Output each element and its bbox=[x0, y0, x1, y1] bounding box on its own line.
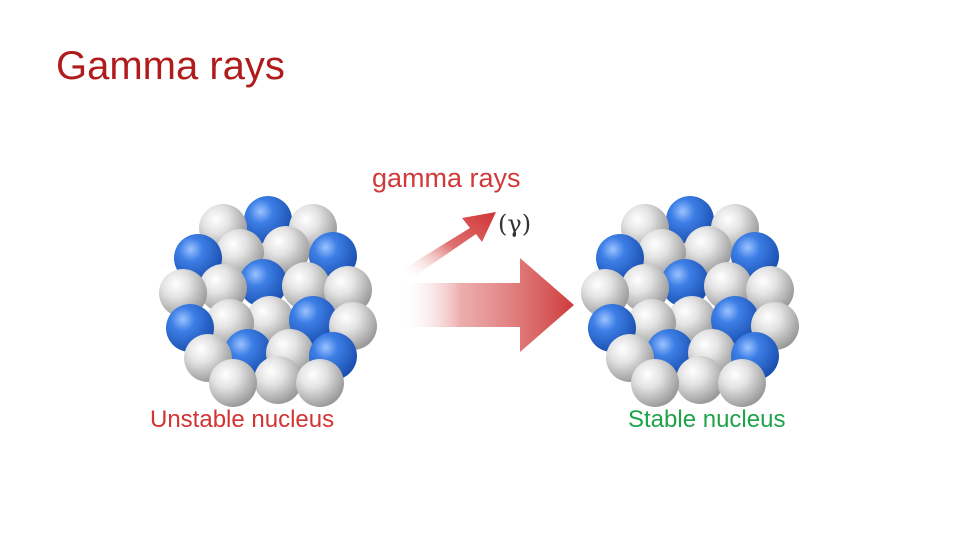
gamma-rays-label: gamma rays bbox=[372, 163, 521, 193]
neutron-sphere bbox=[746, 266, 794, 314]
neutron-sphere bbox=[676, 356, 724, 404]
neutron-sphere bbox=[254, 356, 302, 404]
neutron-sphere bbox=[324, 266, 372, 314]
unstable-nucleus bbox=[159, 196, 377, 407]
stable-nucleus-label: Stable nucleus bbox=[628, 406, 786, 433]
gamma-symbol-label: (γ) bbox=[498, 210, 532, 238]
neutron-sphere bbox=[209, 359, 257, 407]
proton-sphere bbox=[239, 259, 287, 307]
neutron-sphere bbox=[631, 359, 679, 407]
decay-arrow bbox=[400, 258, 574, 352]
neutron-sphere bbox=[718, 359, 766, 407]
stable-nucleus bbox=[581, 196, 799, 407]
slide-title: Gamma rays bbox=[56, 44, 285, 88]
unstable-nucleus-label: Unstable nucleus bbox=[150, 406, 335, 433]
proton-sphere bbox=[661, 259, 709, 307]
neutron-sphere bbox=[296, 359, 344, 407]
gamma-ray-arrow bbox=[405, 212, 496, 278]
